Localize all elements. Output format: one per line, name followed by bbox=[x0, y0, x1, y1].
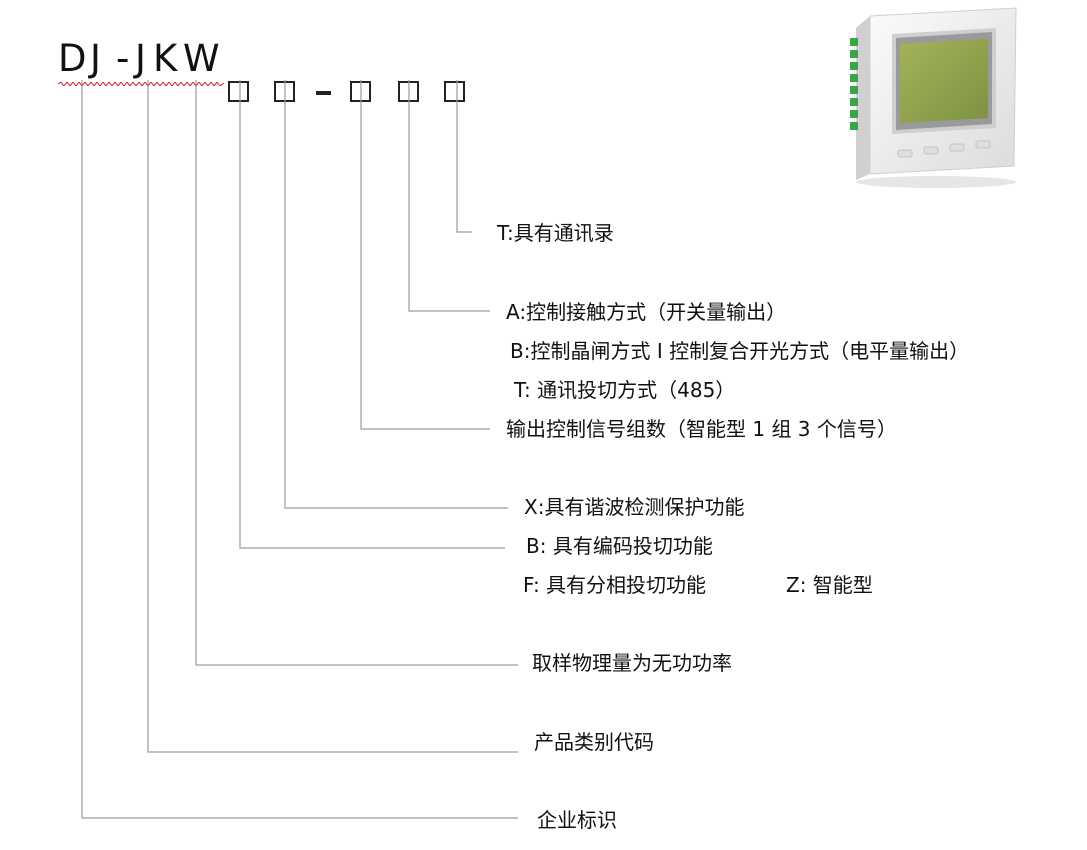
connector-sampling bbox=[195, 80, 518, 666]
connector-control bbox=[408, 80, 490, 312]
code-char: J bbox=[90, 37, 101, 80]
code-char: J bbox=[135, 37, 146, 80]
connector-company bbox=[81, 80, 518, 819]
code-char: W bbox=[183, 37, 220, 80]
label-phase: F: 具有分相投切功能 bbox=[523, 573, 707, 597]
code-char: D bbox=[58, 37, 87, 80]
label-encoding: B: 具有编码投切功能 bbox=[526, 534, 713, 558]
code-dash bbox=[316, 91, 331, 95]
label-comm: T:具有通讯录 bbox=[497, 221, 614, 245]
placeholder-box bbox=[228, 81, 249, 102]
label-control-b: B:控制晶闸方式 I 控制复合开光方式（电平量输出） bbox=[510, 339, 970, 363]
code-char: - bbox=[116, 37, 130, 80]
label-sampling: 取样物理量为无功功率 bbox=[532, 651, 732, 675]
connector-function bbox=[284, 80, 508, 509]
label-company: 企业标识 bbox=[537, 808, 617, 832]
code-char: K bbox=[153, 37, 178, 80]
connector-output bbox=[360, 80, 490, 430]
controller-device-image bbox=[850, 7, 1017, 188]
label-control-a: A:控制接触方式（开关量输出） bbox=[506, 300, 787, 324]
connector-category bbox=[147, 80, 518, 753]
connector-comm bbox=[456, 80, 472, 233]
label-smart: Z: 智能型 bbox=[786, 573, 873, 597]
connector-type bbox=[239, 80, 505, 549]
label-harmonic: X:具有谐波检测保护功能 bbox=[524, 495, 745, 519]
label-output-groups: 输出控制信号组数（智能型 1 组 3 个信号） bbox=[506, 417, 897, 441]
label-control-t: T: 通讯投切方式（485） bbox=[514, 378, 736, 402]
placeholder-box bbox=[444, 81, 465, 102]
label-category: 产品类别代码 bbox=[534, 730, 654, 754]
